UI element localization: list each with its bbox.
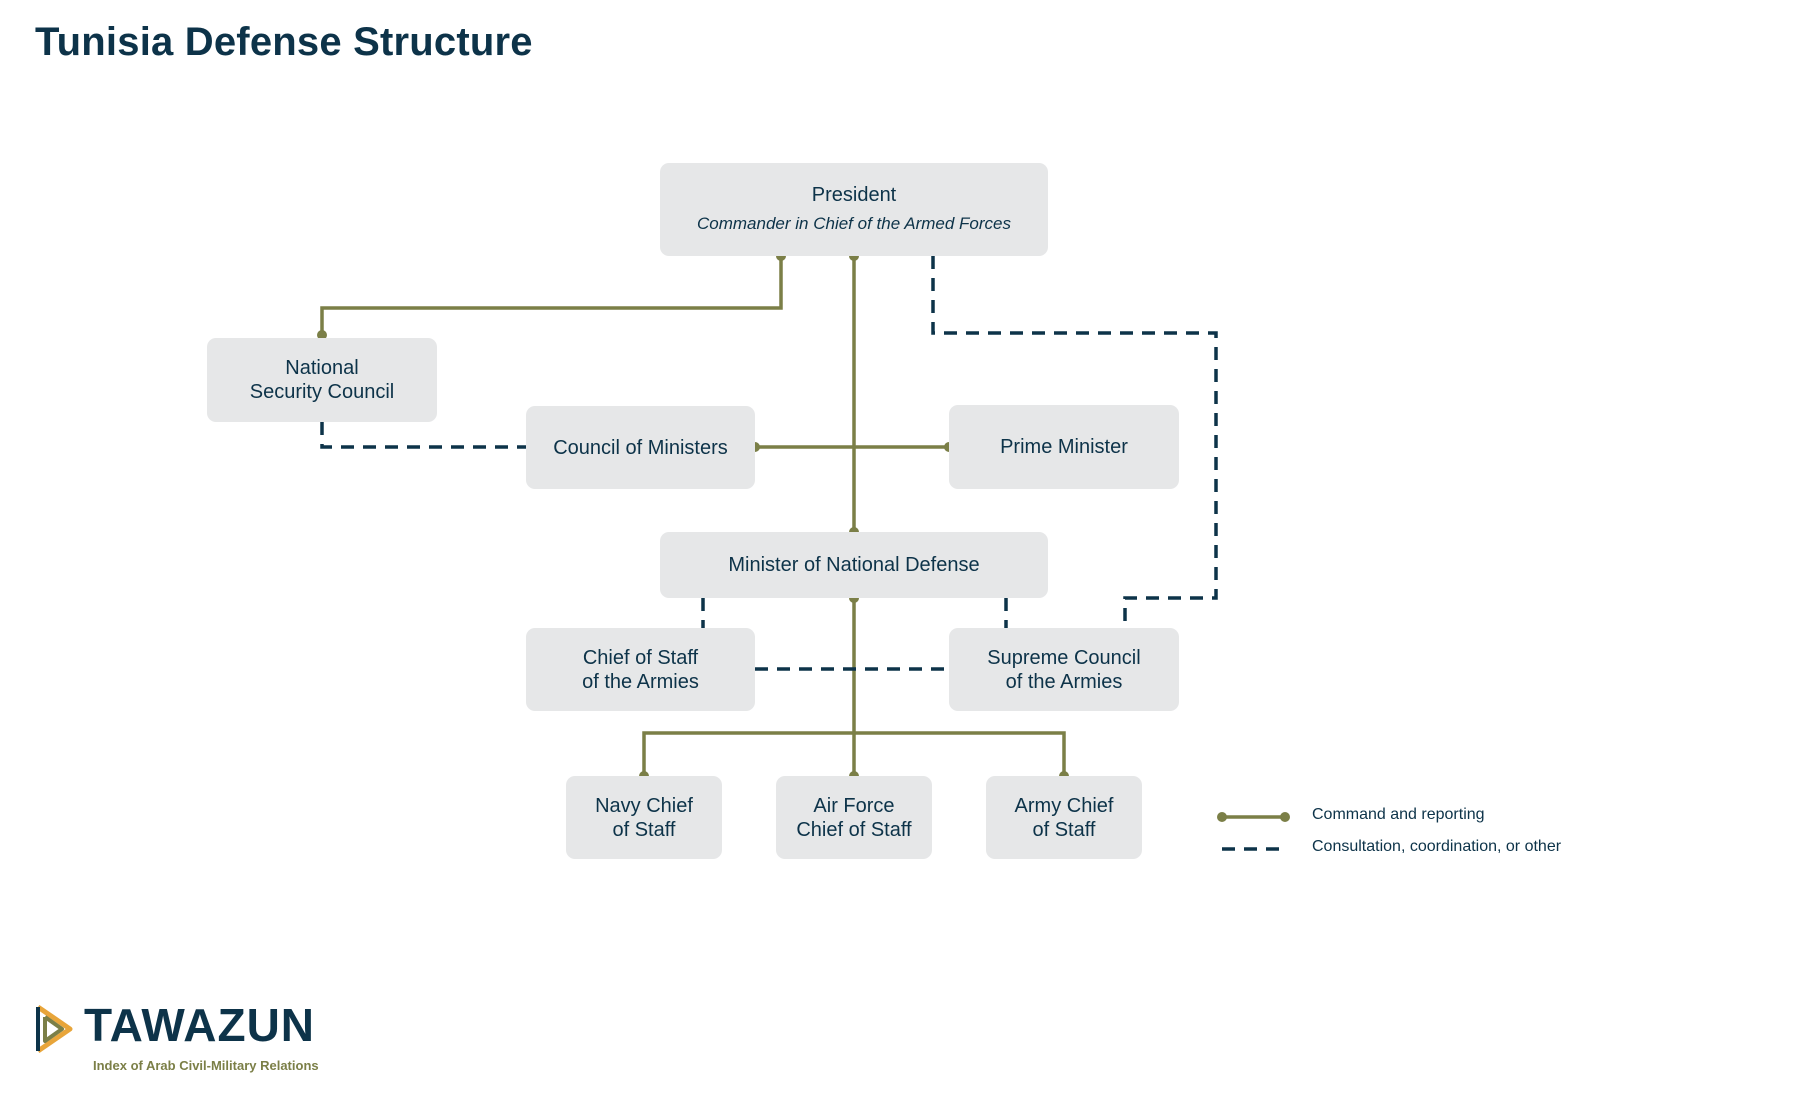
command-line-president-nsc — [320, 256, 783, 335]
node-president-title: President — [811, 184, 897, 206]
consult-line-nsc-ministers — [320, 422, 526, 449]
node-cos-armies-title: Chief of Staff of the Armies — [582, 646, 699, 693]
node-national-security-council: National Security Council — [207, 338, 437, 422]
node-navy-chief-of-staff: Navy Chief of Staff — [566, 776, 722, 859]
node-president-subtitle: Commander in Chief of the Armed Forces — [697, 214, 1011, 233]
legend-consultation-label: Consultation, coordination, or other — [1312, 838, 1562, 855]
consult-line-president-supreme — [931, 256, 1218, 628]
node-army-chief-of-staff: Army Chief of Staff — [986, 776, 1142, 859]
dot — [317, 330, 327, 340]
legend-dot — [1280, 812, 1290, 822]
logo-tagline: Index of Arab Civil-Military Relations — [93, 1058, 319, 1073]
node-prime-minister-title: Prime Minister — [1000, 436, 1128, 458]
legend-dot — [1217, 812, 1227, 822]
node-air-force-title: Air Force Chief of Staff — [796, 794, 912, 841]
node-council-of-ministers-title: Council of Ministers — [553, 436, 728, 459]
legend-command-label: Command and reporting — [1312, 806, 1485, 823]
node-minister-of-national-defense: Minister of National Defense — [660, 532, 1048, 598]
play-triangle-logo-icon — [36, 1004, 73, 1054]
logo-name: TAWAZUN — [84, 999, 316, 1051]
node-president: President Commander in Chief of the Arme… — [660, 163, 1048, 256]
node-mnd-title: Minister of National Defense — [728, 554, 980, 576]
node-nsc-title: National Security Council — [249, 357, 395, 403]
node-chief-of-staff-of-the-armies: Chief of Staff of the Armies — [526, 628, 755, 711]
node-navy-title: Navy Chief of Staff — [595, 794, 693, 841]
node-air-force-chief-of-staff: Air Force Chief of Staff — [776, 776, 932, 859]
node-supreme-council-of-the-armies: Supreme Council of the Armies — [949, 628, 1179, 711]
node-supreme-council-title: Supreme Council of the Armies — [987, 646, 1141, 693]
node-prime-minister: Prime Minister — [949, 405, 1179, 489]
node-army-title: Army Chief of Staff — [1014, 794, 1114, 841]
page-title: Tunisia Defense Structure — [35, 20, 533, 64]
node-council-of-ministers: Council of Ministers — [526, 406, 755, 489]
